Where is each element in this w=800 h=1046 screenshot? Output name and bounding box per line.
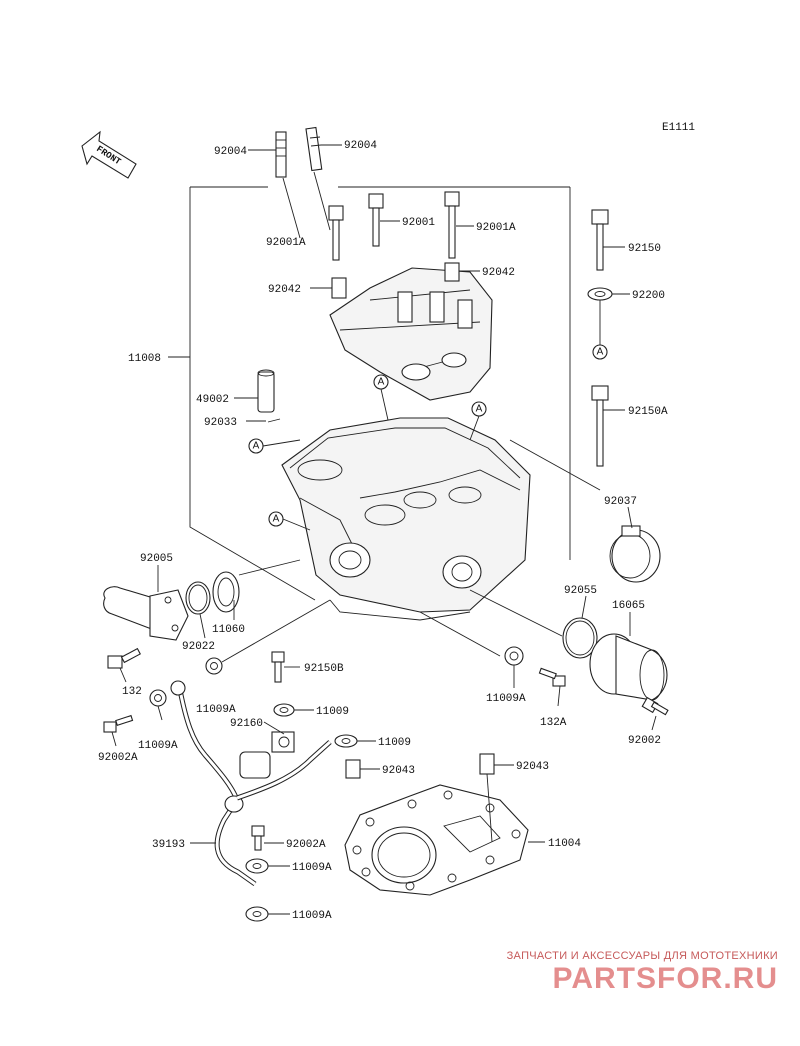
washer-92022	[205, 657, 223, 675]
label-49002: 49002	[196, 394, 229, 406]
label-16065: 16065	[612, 600, 645, 612]
bolt-92001a-right	[444, 191, 460, 259]
svg-text:A: A	[476, 404, 483, 415]
label-132a: 132A	[540, 717, 567, 729]
diagram-code: E1111	[662, 122, 695, 134]
bolt-132	[107, 647, 141, 669]
stud-bolt-right	[305, 126, 323, 172]
camshaft-holder	[329, 267, 493, 401]
front-arrow-icon: FRONT	[81, 130, 137, 179]
label-11009-1: 11009	[316, 706, 349, 718]
label-92042-right: 92042	[482, 267, 515, 279]
label-92150b: 92150B	[304, 663, 344, 675]
label-132: 132	[122, 686, 142, 698]
label-92002a-left: 92002A	[98, 752, 138, 764]
water-pipe-92005	[103, 586, 189, 641]
label-39193: 39193	[152, 839, 185, 851]
washer-11009a-top	[149, 689, 167, 707]
bolt-92002a-left	[103, 714, 134, 733]
washer-11009-1	[273, 703, 295, 717]
o-ring-92022	[185, 581, 211, 615]
label-11009a-c: 11009A	[292, 862, 332, 874]
label-11009-2: 11009	[378, 737, 411, 749]
bolt-92001a-left	[328, 205, 344, 261]
label-92001a-right: 92001A	[476, 222, 516, 234]
svg-text:A: A	[378, 377, 385, 388]
dowel-pin-right	[444, 262, 460, 282]
o-ring-92055	[562, 617, 598, 659]
ref-marker-a-2: A	[373, 374, 389, 390]
label-11009a-top: 11009A	[196, 704, 236, 716]
gasket-11060	[212, 571, 240, 613]
ref-marker-a-5: A	[268, 511, 284, 527]
oil-pipe-39193	[170, 680, 332, 887]
svg-text:A: A	[597, 347, 604, 358]
label-92004-left: 92004	[214, 146, 247, 158]
clip-92033	[267, 418, 281, 423]
label-92001: 92001	[402, 217, 435, 229]
label-92043-left: 92043	[382, 765, 415, 777]
bolt-92150a	[591, 385, 609, 467]
label-11009a-b: 11009A	[138, 740, 178, 752]
ref-marker-a-1: A	[592, 344, 608, 360]
label-92002: 92002	[628, 735, 661, 747]
label-92043-right: 92043	[516, 761, 549, 773]
bolt-92150	[591, 209, 609, 271]
dowel-92043-left	[345, 759, 361, 779]
label-92002a-bottom: 92002A	[286, 839, 326, 851]
ref-marker-a-3: A	[471, 401, 487, 417]
bolt-92001	[368, 193, 384, 247]
label-11009a-d: 11009A	[292, 910, 332, 922]
bolt-92150b	[271, 651, 285, 683]
banjo-fitting-92160	[239, 731, 295, 779]
label-92160: 92160	[230, 718, 263, 730]
label-11008: 11008	[128, 353, 161, 365]
label-92055: 92055	[564, 585, 597, 597]
watermark-logo: PARTSFOR.RU	[552, 962, 778, 995]
washer-11009a-right	[504, 646, 524, 666]
assembly-bracket	[168, 186, 571, 601]
label-92001a-left: 92001A	[266, 237, 306, 249]
carburetor-holder-16065	[589, 633, 668, 701]
ref-marker-a-4: A	[248, 438, 264, 454]
washer-11009a-d	[245, 906, 269, 922]
washer-11009-2	[334, 734, 358, 748]
label-92022: 92022	[182, 641, 215, 653]
washer-92200	[587, 287, 613, 301]
stud-bolt-left	[275, 131, 287, 178]
head-gasket-11004	[344, 784, 529, 896]
bolt-92002	[641, 696, 669, 716]
label-92042-left: 92042	[268, 284, 301, 296]
cylinder-head	[281, 417, 531, 621]
label-11060: 11060	[212, 624, 245, 636]
clamp-92037	[609, 525, 661, 583]
svg-text:A: A	[253, 441, 260, 452]
dowel-pin-left	[331, 277, 347, 299]
bolt-132a	[538, 667, 566, 687]
label-11004: 11004	[548, 838, 581, 850]
label-92033: 92033	[204, 417, 237, 429]
label-92150: 92150	[628, 243, 661, 255]
sleeve-49002	[257, 369, 275, 413]
svg-text:A: A	[273, 514, 280, 525]
label-11009a-right: 11009A	[486, 693, 526, 705]
watermark-tagline: ЗАПЧАСТИ И АКСЕССУАРЫ ДЛЯ МОТОТЕХНИКИ	[506, 950, 778, 962]
washer-11009a-c	[245, 858, 269, 874]
label-92004-right: 92004	[344, 140, 377, 152]
label-92200: 92200	[632, 290, 665, 302]
bolt-92002a-bottom	[251, 825, 265, 851]
label-92005: 92005	[140, 553, 173, 565]
dowel-92043-right	[479, 753, 495, 775]
label-92150a: 92150A	[628, 406, 668, 418]
label-92037: 92037	[604, 496, 637, 508]
